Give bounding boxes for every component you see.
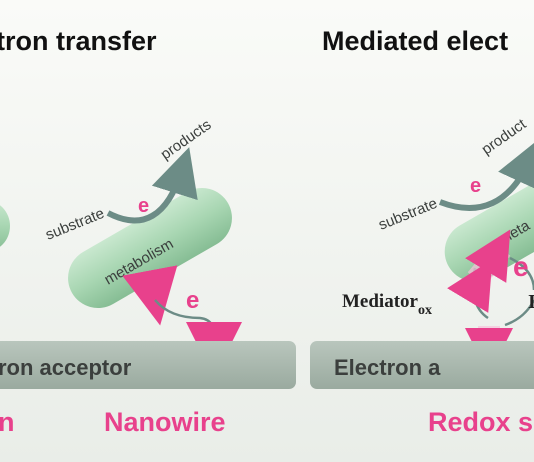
left-panel-title: tron transfer (0, 26, 157, 56)
electron-acceptor-label-left: ron acceptor (0, 355, 132, 380)
bacterium-nanowire (68, 188, 232, 308)
pink-double-arrow-1 (447, 229, 511, 313)
partial-bacterium-left (0, 205, 10, 247)
electron-e-mid-left: e (186, 287, 199, 314)
substrate-products-arrow-right (438, 138, 534, 211)
truncated-label-right: I (528, 291, 534, 313)
electron-acceptor-bar-right (310, 341, 534, 389)
bottom-label-left-partial: n (0, 407, 15, 437)
electron-acceptor-label-right: Electron a (334, 355, 441, 380)
substrate-products-arrow-left (106, 147, 198, 224)
right-panel-title: Mediated elect (322, 26, 508, 56)
bottom-label-redox: Redox s (428, 407, 533, 437)
electron-e-top-left: e (138, 195, 149, 217)
redox-cycle-bottom-arc (504, 299, 534, 327)
mediator-label: Mediatorox (342, 291, 432, 318)
electron-e-right-1: e (513, 251, 529, 282)
electron-acceptor-bar-left (0, 341, 296, 389)
pink-arrow-down-left (122, 265, 178, 326)
bottom-label-nanowire: Nanowire (104, 407, 226, 437)
electron-e-top-right: e (470, 175, 481, 197)
